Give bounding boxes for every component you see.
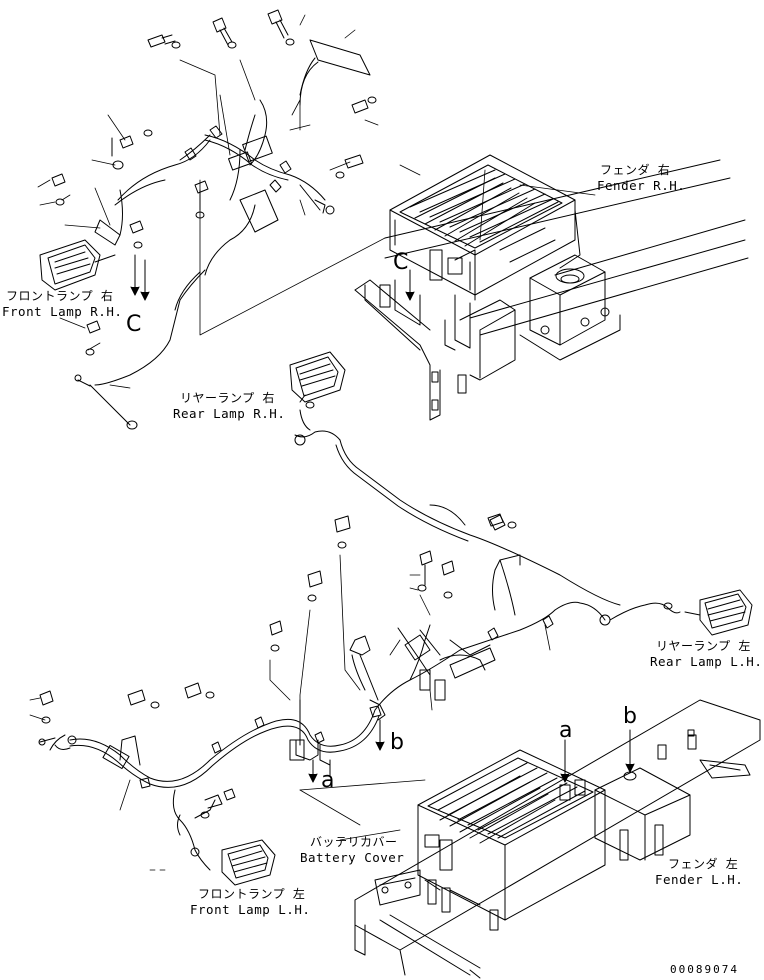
front-lamp-lh-en-label: Front Lamp L.H. — [190, 902, 311, 917]
front-lamp-lh — [221, 839, 276, 886]
battery-cover-en-label: Battery Cover — [300, 850, 405, 865]
ref-c-left: C — [126, 312, 142, 337]
fender-lh-assembly — [354, 699, 761, 979]
front-lamp-rh-jp-label: フロントランプ 右 — [6, 289, 114, 303]
drawing-number: 00089074 — [670, 963, 739, 976]
main-harness-lower — [38, 513, 681, 871]
ref-b-right: b — [623, 704, 638, 729]
fender-rh-assembly — [354, 154, 749, 421]
rear-lamp-rh — [289, 351, 621, 606]
ref-a-right: a — [559, 718, 573, 743]
rear-lamp-lh-jp-label: リヤーランプ 左 — [656, 639, 751, 653]
fender-rh-en-label: Fender R.H. — [597, 178, 686, 193]
fender-lh-en-label: Fender L.H. — [655, 872, 744, 887]
rear-lamp-lh-en-label: Rear Lamp L.H. — [650, 654, 763, 669]
ref-a-left: a — [321, 768, 335, 793]
ref-b-left: b — [390, 730, 405, 755]
fender-lh-jp-label: フェンダ 左 — [668, 857, 739, 871]
ref-c-right: C — [393, 250, 409, 275]
rear-lamp-rh-en-label: Rear Lamp R.H. — [173, 406, 286, 421]
fender-rh-jp-label: フェンダ 右 — [600, 163, 671, 177]
battery-cover-jp-label: バッテリカバー — [310, 835, 398, 849]
front-lamp-lh-jp-label: フロントランプ 左 — [198, 887, 306, 901]
rear-lamp-lh — [684, 589, 753, 636]
front-harness-rh — [39, 9, 377, 430]
rear-lamp-rh-jp-label: リヤーランプ 右 — [180, 391, 275, 405]
front-lamp-rh-en-label: Front Lamp R.H. — [2, 304, 123, 319]
